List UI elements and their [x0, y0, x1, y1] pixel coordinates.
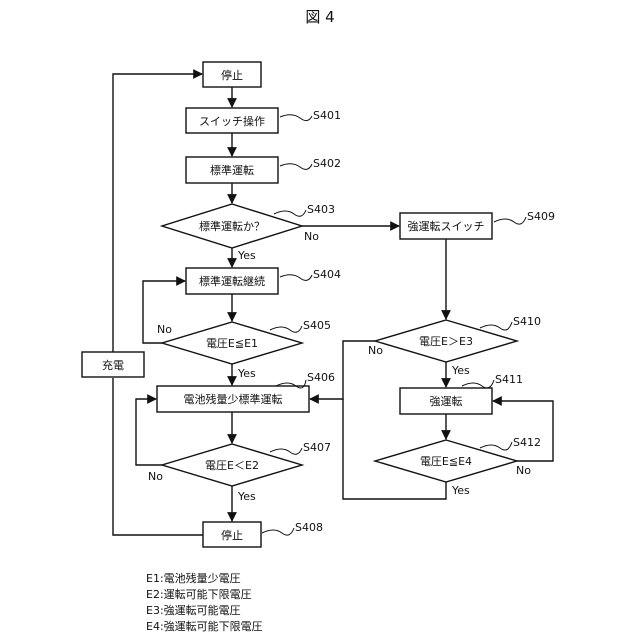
branch-no-e4: No [516, 464, 531, 477]
decision-voltage-e4-label: 電圧E≦E4 [420, 455, 472, 468]
node-strong-run-label: 強運転 [430, 395, 463, 408]
step-s403: S403 [307, 203, 335, 216]
branch-yes-e1: Yes [237, 367, 256, 380]
step-s407: S407 [303, 441, 331, 454]
figure-title: 図 4 [305, 8, 334, 26]
legend-e4: E4:強運転可能下限電圧 [146, 619, 263, 633]
branch-yes-e4: Yes [451, 484, 470, 497]
branch-yes-e3: Yes [451, 364, 470, 377]
leader-s403 [274, 210, 306, 216]
node-charge-label: 充電 [102, 358, 124, 372]
leader-s411 [462, 380, 494, 388]
legend-e1: E1:電池残量少電圧 [146, 571, 241, 585]
node-strong-switch-label: 強運転スイッチ [408, 220, 485, 233]
branch-no-e1: No [157, 323, 172, 336]
branch-yes-e2: Yes [237, 490, 256, 503]
step-s406: S406 [307, 371, 335, 384]
leader-s409 [494, 217, 526, 224]
legend-e2: E2:運転可能下限電圧 [146, 587, 252, 601]
branch-no-e3: No [368, 344, 383, 357]
step-s411: S411 [495, 373, 523, 386]
leader-s405 [270, 326, 302, 332]
node-standard-run-label: 標準運転 [210, 163, 254, 177]
branch-no-is-standard: No [304, 230, 319, 243]
decision-voltage-e3-label: 電圧E＞E3 [419, 335, 473, 348]
step-s408: S408 [295, 521, 323, 534]
flow-e3-no-to-lowbattery [310, 341, 375, 399]
step-s401: S401 [313, 109, 341, 122]
leader-s410 [480, 322, 512, 330]
decision-is-standard-label: 標準運転か？ [199, 219, 265, 233]
leader-s404 [280, 275, 312, 281]
step-s405: S405 [303, 319, 331, 332]
node-low-battery-run-label: 電池残量少標準運転 [184, 392, 283, 406]
step-s412: S412 [513, 436, 541, 449]
node-stop-bottom-label: 停止 [221, 528, 243, 542]
node-stop-top-label: 停止 [221, 68, 243, 82]
leader-s402 [280, 164, 312, 170]
leader-s401 [280, 115, 312, 121]
step-s409: S409 [527, 210, 555, 223]
legend-e3: E3:強運転可能電圧 [146, 603, 241, 617]
node-standard-continue-label: 標準運転継続 [199, 274, 265, 288]
leader-s408 [262, 528, 294, 535]
branch-yes-is-standard: Yes [237, 249, 256, 262]
branch-no-e2: No [148, 470, 163, 483]
node-switch-operation-label: スイッチ操作 [199, 114, 265, 128]
decision-voltage-e1-label: 電圧E≦E1 [206, 337, 258, 350]
decision-voltage-e2-label: 電圧E＜E2 [205, 459, 259, 472]
leader-s412 [480, 442, 512, 450]
leader-s407 [270, 448, 302, 454]
step-s410: S410 [513, 315, 541, 328]
flow-e4-no-loop [493, 401, 553, 461]
step-s404: S404 [313, 268, 341, 281]
step-s402: S402 [313, 157, 341, 170]
